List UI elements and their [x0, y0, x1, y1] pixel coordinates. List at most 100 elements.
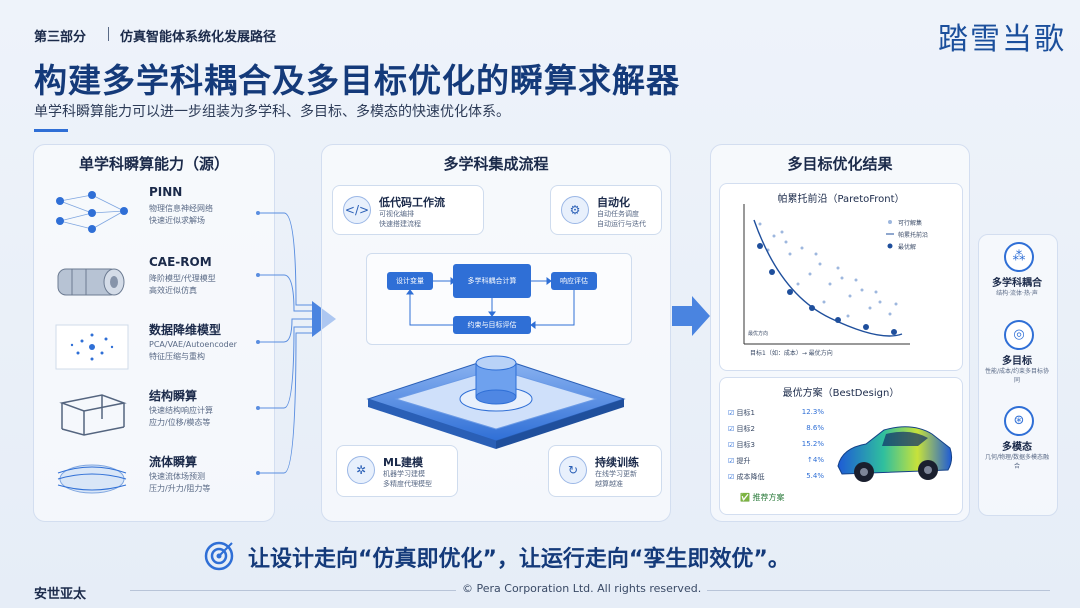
flow-arrows	[406, 277, 575, 329]
code-icon: </>	[343, 196, 371, 224]
section-divider	[108, 27, 109, 41]
capability-desc: 性能/成本/约束多目标协同	[984, 368, 1050, 384]
node-title: 低代码工作流	[379, 196, 445, 209]
capabilities-column: ⁂ 多学科耦合 结构·流体·热·声 ◎ 多目标 性能/成本/约束多目标协同 ⊛ …	[978, 234, 1058, 516]
metric-label: 目标3	[736, 441, 755, 449]
node-lowcode: </> 低代码工作流 可视化编排快速搭建流程	[332, 185, 484, 235]
slogan: 让设计走向“仿真即优化”，让运行走向“孪生即效优”。	[248, 547, 790, 572]
brand-logo: 踏雪当歌	[938, 22, 1066, 57]
node-title: 自动化	[597, 196, 630, 209]
platform-illustration	[366, 355, 626, 449]
integration-panel: 多学科集成流程 </> 低代码工作流 可视化编排快速搭建流程 ⚙ 自动化 自动任…	[321, 144, 671, 522]
refresh-icon: ↻	[559, 456, 587, 484]
capability-title: 多学科耦合	[992, 278, 1042, 289]
legend-front: 帕累托前沿	[898, 232, 929, 239]
metric-value: ↑4%	[807, 456, 824, 464]
panel-title: 单学科瞬算能力（源）	[78, 155, 229, 173]
fluid-flow-icon	[57, 464, 127, 494]
pareto-plot	[743, 204, 910, 345]
check-icon: ☑	[728, 409, 737, 417]
metric-value: 15.2%	[801, 440, 824, 448]
page-title: 构建多学科耦合及多目标优化的瞬算求解器	[34, 61, 680, 100]
target-icon: ◎	[1004, 320, 1034, 350]
metric-label: 成本降低	[736, 473, 765, 481]
source-desc: 快速结构响应计算应力/位移/模态等	[149, 406, 213, 427]
panel-title: 多目标优化结果	[787, 155, 893, 173]
legend-optimal: 最优解	[898, 244, 917, 251]
flow-step-design-vars: 设计变量	[387, 272, 433, 290]
check-circle-icon: ✅	[740, 493, 753, 502]
source-desc: 降阶模型/代理模型高效近似仿真	[149, 274, 216, 295]
node-desc: 机器学习建模多精度代理模型	[383, 470, 432, 488]
source-item-cae-rom: CAE-ROM 降阶模型/代理模型高效近似仿真	[34, 251, 274, 315]
neural-network-icon	[56, 191, 128, 233]
section-tag: 第三部分	[34, 30, 87, 45]
flow-step-evaluation: 约束与目标评估	[453, 316, 531, 334]
pareto-chart-card: 帕累托前沿（ParetoFront） 可行解集	[719, 183, 963, 371]
check-icon: ☑	[728, 473, 737, 481]
source-title: 数据降维模型	[149, 323, 222, 337]
brain-icon: ✲	[347, 456, 375, 484]
pareto-title: 帕累托前沿（ParetoFront）	[777, 194, 905, 205]
flow-step-response: 响应评估	[551, 272, 597, 290]
metric-label: 目标1	[736, 409, 755, 417]
mechanical-part-icon	[57, 268, 125, 296]
node-ml-modeling: ✲ ML建模 机器学习建模多精度代理模型	[336, 445, 458, 497]
check-icon: ☑	[728, 441, 737, 449]
panel-title: 多学科集成流程	[443, 155, 549, 173]
node-desc: 自动任务调度自动运行与迭代	[597, 210, 646, 228]
best-design-card: 最优方案（BestDesign） ☑ 目标1 12.3% ☑ 目标2 8.6% ☑ …	[719, 377, 963, 515]
point-cloud-icon	[55, 324, 129, 370]
pareto-ylabel: 最优方向	[748, 331, 769, 337]
source-title: 流体瞬算	[149, 455, 198, 469]
page-subtitle: 单学科瞬算能力可以进一步组装为多学科、多目标、多模态的快速优化体系。	[34, 104, 510, 120]
flow-step-coupled-calc: 多学科耦合计算	[453, 264, 531, 298]
source-item-fluid: 流体瞬算 快速流体场预测压力/升力/阻力等	[34, 449, 274, 513]
node-automation: ⚙ 自动化 自动任务调度自动运行与迭代	[550, 185, 662, 235]
metric-value: 8.6%	[806, 424, 824, 432]
metric-row: ☑ 目标3 15.2%	[728, 440, 824, 456]
source-desc: 物理信息神经网络快速近似求解场	[149, 204, 213, 225]
section-subtitle: 仿真智能体系统化发展路径	[120, 30, 277, 45]
metric-label: 目标2	[736, 425, 755, 433]
best-design-title: 最优方案（BestDesign）	[782, 388, 900, 399]
node-title: 持续训练	[595, 456, 639, 469]
recommended-tag: ✅ 推荐方案	[740, 493, 785, 502]
gear-icon: ⚙	[561, 196, 589, 224]
optimization-panel: 多目标优化结果 帕累托前沿（ParetoFront）	[710, 144, 970, 522]
arrow-right-icon	[672, 296, 710, 336]
network-nodes-icon: ⁂	[1004, 242, 1034, 272]
node-continuous-training: ↻ 持续训练 在线学习更新越算越准	[548, 445, 662, 497]
pareto-xlabel: 目标1（如：成本）→ 最优方向	[750, 350, 833, 357]
metric-row: ☑ 提升↑4%	[728, 456, 824, 472]
structure-frame-icon	[59, 394, 127, 436]
multimodal-icon: ⊛	[1004, 406, 1034, 436]
node-desc: 在线学习更新越算越准	[595, 470, 637, 488]
capability-title: 多目标	[1002, 356, 1032, 367]
node-desc: 可视化编排快速搭建流程	[379, 210, 421, 228]
copyright: © Pera Corporation Ltd. All rights reser…	[456, 582, 708, 595]
single-discipline-panel: 单学科瞬算能力（源） PINN 物理信息神经网络快速近似求解场 CAE-ROM …	[33, 144, 275, 522]
node-title: ML建模	[383, 456, 423, 469]
flow-diagram: 设计变量 多学科耦合计算 响应评估 约束与目标评估	[366, 253, 632, 345]
company-logo: 安世亚太	[34, 587, 87, 602]
title-accent-bar	[34, 129, 68, 132]
source-title: CAE-ROM	[149, 255, 212, 269]
legend-feasible: 可行解集	[898, 220, 923, 227]
capabilities-bg	[978, 234, 1058, 516]
source-item-pinn: PINN 物理信息神经网络快速近似求解场	[34, 181, 274, 245]
capability-desc: 几何/物理/数据多模态融合	[984, 454, 1050, 470]
capability-desc: 结构·流体·热·声	[996, 290, 1038, 297]
car-simulation-image	[837, 426, 953, 482]
capability-title: 多模态	[1002, 442, 1032, 453]
check-icon: ☑	[728, 457, 737, 465]
source-desc: 快速流体场预测压力/升力/阻力等	[149, 472, 211, 493]
metric-row: ☑ 目标1 12.3%	[728, 408, 824, 424]
source-title: PINN	[149, 185, 183, 199]
metric-value: 12.3%	[801, 408, 824, 416]
source-item-structure: 结构瞬算 快速结构响应计算应力/位移/模态等	[34, 383, 274, 447]
target-icon	[204, 541, 234, 571]
